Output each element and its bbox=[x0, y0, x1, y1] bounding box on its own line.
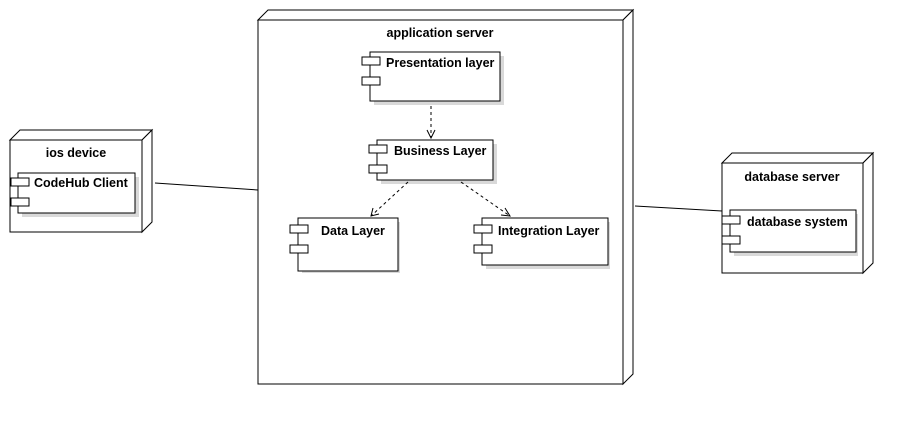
component-port-icon bbox=[289, 244, 309, 254]
node-application-server-label: application server bbox=[387, 26, 494, 40]
component-port-icon bbox=[721, 215, 741, 225]
component-codehub-client-label: CodeHub Client bbox=[34, 176, 129, 190]
component-port-icon bbox=[473, 244, 493, 254]
dependency-presentation-to-business[interactable] bbox=[426, 106, 436, 140]
component-integration-layer-label: Integration Layer bbox=[498, 224, 600, 238]
component-integration-layer[interactable]: Integration Layer bbox=[473, 217, 610, 269]
component-port-icon bbox=[289, 224, 309, 234]
component-database-system[interactable]: database system bbox=[721, 209, 858, 256]
communication-path-ios-to-app[interactable] bbox=[154, 182, 259, 191]
component-port-icon bbox=[473, 224, 493, 234]
component-presentation-layer[interactable]: Presentation layer bbox=[361, 51, 504, 105]
component-database-system-label: database system bbox=[747, 215, 848, 229]
component-port-icon bbox=[368, 144, 388, 154]
component-port-icon bbox=[10, 177, 30, 187]
dependency-business-to-integration[interactable] bbox=[460, 181, 511, 217]
component-codehub-client[interactable]: CodeHub Client bbox=[10, 172, 139, 217]
dependency-business-to-data[interactable] bbox=[370, 181, 409, 217]
node-ios-device-label: ios device bbox=[46, 146, 106, 160]
arrowhead-icon bbox=[426, 129, 436, 140]
component-port-icon bbox=[368, 164, 388, 174]
component-business-layer[interactable]: Business Layer bbox=[368, 139, 497, 184]
component-presentation-layer-label: Presentation layer bbox=[386, 56, 495, 70]
component-port-icon bbox=[361, 76, 381, 86]
arrowhead-icon bbox=[370, 207, 380, 217]
component-data-layer-label: Data Layer bbox=[321, 224, 385, 238]
component-business-layer-label: Business Layer bbox=[394, 144, 487, 158]
component-port-icon bbox=[10, 197, 30, 207]
communication-path-app-to-db[interactable] bbox=[634, 205, 723, 212]
component-data-layer[interactable]: Data Layer bbox=[289, 217, 400, 273]
component-port-icon bbox=[721, 235, 741, 245]
component-port-icon bbox=[361, 56, 381, 66]
arrowhead-icon bbox=[500, 207, 511, 217]
node-database-server-label: database server bbox=[744, 170, 839, 184]
